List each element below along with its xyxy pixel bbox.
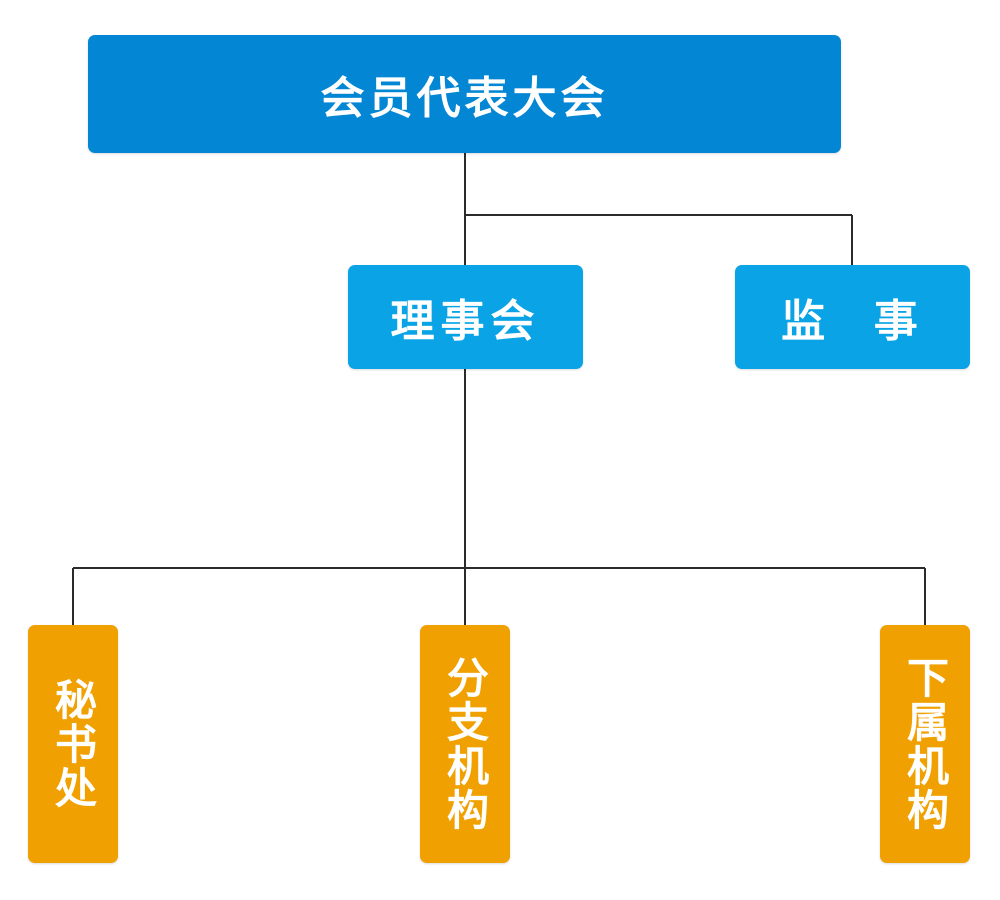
node-label: 会员代表大会	[320, 73, 609, 124]
node-member-representative-assembly: 会员代表大会	[88, 35, 841, 153]
node-council: 理事会	[348, 265, 583, 369]
node-label: 理事会	[390, 296, 541, 347]
node-subsidiary-organizations: 下属机构	[880, 625, 970, 863]
node-label: 分支机构	[440, 656, 490, 832]
node-branch-organizations: 分支机构	[420, 625, 510, 863]
node-label: 下属机构	[900, 656, 950, 832]
node-supervisor: 监 事	[735, 265, 970, 369]
node-label: 秘书处	[48, 678, 98, 810]
node-secretariat: 秘书处	[28, 625, 118, 863]
node-label: 监 事	[781, 296, 924, 347]
